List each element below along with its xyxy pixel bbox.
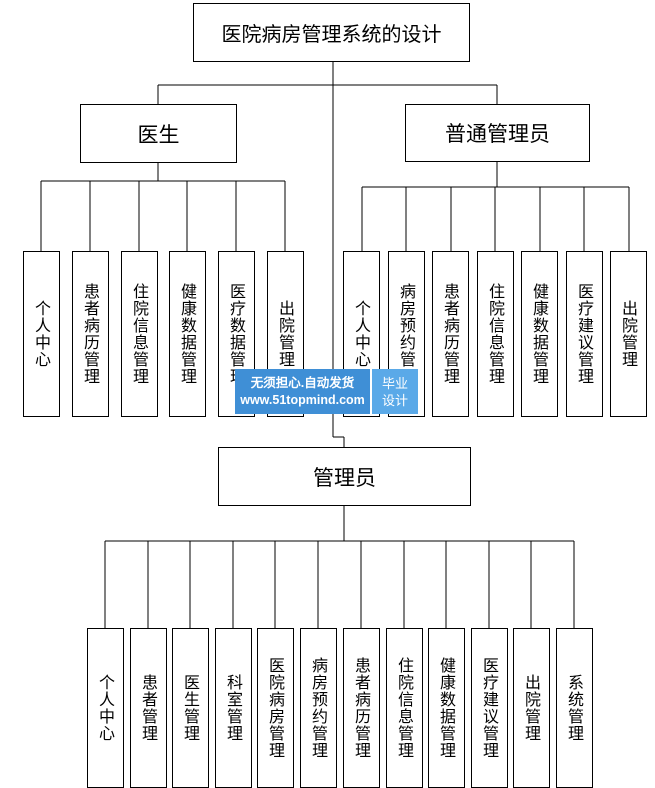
admin-child-label: 医生管理 xyxy=(181,674,200,742)
doctor-child-label: 健康数据管理 xyxy=(178,283,197,385)
doctor-child-node: 健康数据管理 xyxy=(169,251,206,417)
general-admin-child-node: 患者病历管理 xyxy=(432,251,469,417)
admin-label: 管理员 xyxy=(313,465,376,490)
admin-child-label: 医疗建议管理 xyxy=(480,657,499,759)
doctor-child-label: 住院信息管理 xyxy=(130,283,149,385)
admin-child-node: 出院管理 xyxy=(513,628,550,788)
root-node: 医院病房管理系统的设计 xyxy=(193,3,470,62)
general-admin-child-node: 住院信息管理 xyxy=(477,251,514,417)
watermark-badge-line1: 毕业 xyxy=(381,375,408,391)
admin-child-node: 患者病历管理 xyxy=(343,628,380,788)
doctor-child-label: 出院管理 xyxy=(276,300,295,368)
general-admin-node: 普通管理员 xyxy=(405,104,590,162)
admin-child-node: 病房预约管理 xyxy=(300,628,337,788)
doctor-child-node: 患者病历管理 xyxy=(72,251,109,417)
admin-child-node: 健康数据管理 xyxy=(428,628,465,788)
admin-child-node: 患者管理 xyxy=(130,628,167,788)
doctor-node: 医生 xyxy=(80,104,237,163)
watermark-text: 无须担心.自动发货 www.51topmind.com xyxy=(235,369,370,414)
watermark: 无须担心.自动发货 www.51topmind.com 毕业 设计 xyxy=(235,369,418,414)
admin-child-node: 医生管理 xyxy=(172,628,209,788)
admin-node: 管理员 xyxy=(218,447,471,506)
general-admin-child-label: 个人中心 xyxy=(352,300,371,368)
doctor-child-node: 个人中心 xyxy=(23,251,60,417)
watermark-badge: 毕业 设计 xyxy=(370,369,418,414)
watermark-url: www.51topmind.com xyxy=(240,392,365,407)
admin-child-node: 科室管理 xyxy=(215,628,252,788)
admin-child-label: 个人中心 xyxy=(96,674,115,742)
admin-child-node: 住院信息管理 xyxy=(386,628,423,788)
admin-child-label: 住院信息管理 xyxy=(395,657,414,759)
admin-child-node: 个人中心 xyxy=(87,628,124,788)
admin-child-label: 系统管理 xyxy=(565,674,584,742)
general-admin-child-label: 出院管理 xyxy=(619,300,638,368)
admin-child-label: 健康数据管理 xyxy=(437,657,456,759)
general-admin-child-label: 健康数据管理 xyxy=(530,283,549,385)
doctor-child-label: 个人中心 xyxy=(32,300,51,368)
watermark-badge-line2: 设计 xyxy=(381,392,408,408)
admin-child-label: 病房预约管理 xyxy=(309,657,328,759)
general-admin-label: 普通管理员 xyxy=(445,122,550,146)
admin-child-label: 医院病房管理 xyxy=(266,657,285,759)
admin-child-node: 医院病房管理 xyxy=(257,628,294,788)
doctor-child-node: 住院信息管理 xyxy=(121,251,158,417)
general-admin-child-label: 医疗建议管理 xyxy=(575,283,594,385)
admin-child-label: 患者管理 xyxy=(139,674,158,742)
doctor-label: 医生 xyxy=(137,122,180,147)
general-admin-child-node: 出院管理 xyxy=(610,251,647,417)
admin-child-label: 出院管理 xyxy=(522,674,541,742)
admin-child-label: 科室管理 xyxy=(224,674,243,742)
general-admin-child-label: 病房预约管理 xyxy=(397,283,416,385)
admin-child-node: 系统管理 xyxy=(556,628,593,788)
admin-child-node: 医疗建议管理 xyxy=(471,628,508,788)
general-admin-child-label: 住院信息管理 xyxy=(486,283,505,385)
general-admin-child-node: 医疗建议管理 xyxy=(566,251,603,417)
watermark-line1: 无须担心.自动发货 xyxy=(250,375,355,390)
root-label: 医院病房管理系统的设计 xyxy=(221,22,442,46)
doctor-child-label: 患者病历管理 xyxy=(81,283,100,385)
general-admin-child-node: 健康数据管理 xyxy=(521,251,558,417)
doctor-child-label: 医疗数据管理 xyxy=(227,283,246,385)
general-admin-child-label: 患者病历管理 xyxy=(441,283,460,385)
admin-child-label: 患者病历管理 xyxy=(352,657,371,759)
